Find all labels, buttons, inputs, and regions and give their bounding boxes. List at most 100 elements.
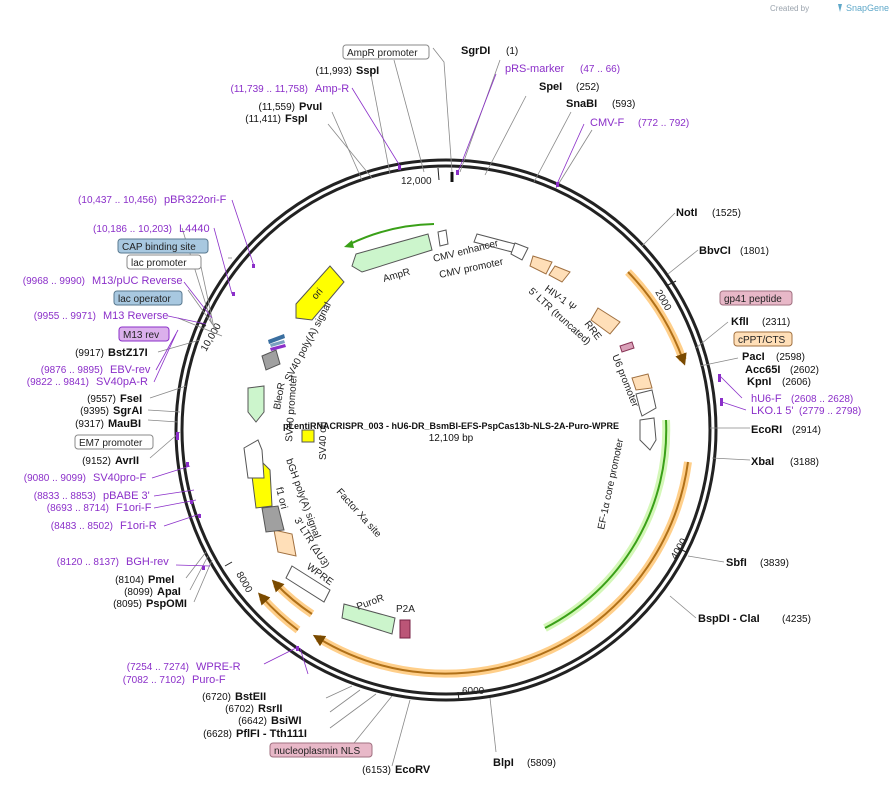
site-maubi[interactable]: (9317)MauBI bbox=[75, 418, 141, 430]
box-cap-binding-site[interactable]: CAP binding site bbox=[117, 238, 209, 254]
primer-range: (47 .. 66) bbox=[580, 64, 620, 75]
site-bspdi-clai[interactable]: BspDI - ClaI(4235) bbox=[698, 613, 811, 625]
primer-puro-f[interactable]: (7082 .. 7102)Puro-F bbox=[123, 674, 226, 686]
site-sgrdi[interactable]: SgrDI(1) bbox=[461, 45, 518, 57]
site-spei[interactable]: SpeI(252) bbox=[539, 81, 599, 93]
primer-cmv-f[interactable]: CMV-F(772 .. 792) bbox=[590, 117, 689, 129]
box-label: nucleoplasmin NLS bbox=[274, 746, 360, 757]
primer-l4440[interactable]: (10,186 .. 10,203)L4440 bbox=[93, 223, 210, 235]
u6-promoter-shape bbox=[635, 389, 657, 417]
site-sbfi[interactable]: SbfI(3839) bbox=[726, 557, 789, 569]
site-pos: (2598) bbox=[776, 352, 805, 363]
site-snabi[interactable]: SnaBI(593) bbox=[566, 98, 635, 110]
site-blpi[interactable]: BlpI(5809) bbox=[493, 757, 556, 769]
box-em7-promoter[interactable]: EM7 promoter bbox=[74, 434, 154, 450]
primer-name: M13/pUC Reverse bbox=[92, 275, 182, 287]
primer-prs-marker[interactable]: pRS-marker(47 .. 66) bbox=[505, 63, 620, 75]
site-pos: (3839) bbox=[760, 558, 789, 569]
site-pmei[interactable]: (8104)PmeI bbox=[115, 574, 174, 586]
site-name: PmeI bbox=[148, 574, 174, 586]
sv40-ori-shape bbox=[301, 429, 315, 443]
site-name: AvrII bbox=[115, 455, 139, 467]
site-bbvci[interactable]: BbvCI(1801) bbox=[699, 245, 769, 257]
backbone-inner bbox=[180, 164, 712, 696]
feature-p2a: P2A bbox=[396, 604, 415, 615]
site-acc65i[interactable]: Acc65I(2602) bbox=[745, 364, 819, 376]
site-pos: (3188) bbox=[790, 457, 819, 468]
primer-lko1-5[interactable]: LKO.1 5'(2779 .. 2798) bbox=[751, 405, 861, 417]
site-pos: (11,559) bbox=[258, 102, 295, 113]
site-pos: (5809) bbox=[527, 758, 556, 769]
site-bstz17i[interactable]: (9917)BstZ17I bbox=[75, 347, 148, 359]
primer-wpre-r[interactable]: (7254 .. 7274)WPRE-R bbox=[127, 661, 241, 673]
primer-ebv-rev[interactable]: (9876 .. 9895)EBV-rev bbox=[41, 364, 151, 376]
site-bsiwi[interactable]: (6642)BsiWI bbox=[238, 715, 301, 727]
box-nucleoplasmin-nls[interactable]: nucleoplasmin NLS bbox=[269, 742, 373, 758]
site-pos: (593) bbox=[612, 99, 635, 110]
feature-sv40-ori: SV40 ori bbox=[318, 422, 329, 460]
box-lac-operator[interactable]: lac operator bbox=[113, 290, 183, 306]
site-ecori[interactable]: EcoRI(2914) bbox=[751, 424, 821, 436]
site-name: ApaI bbox=[157, 586, 181, 598]
site-name: BsiWI bbox=[271, 715, 302, 727]
site-pos: (2606) bbox=[782, 377, 811, 388]
site-sspi[interactable]: (11,993)SspI bbox=[315, 65, 379, 77]
site-name: SpeI bbox=[539, 81, 562, 93]
primer-range: (10,186 .. 10,203) bbox=[93, 224, 172, 235]
box-label: lac promoter bbox=[131, 258, 187, 269]
site-bsteii[interactable]: (6720)BstEII bbox=[202, 691, 266, 703]
site-pos: (11,993) bbox=[315, 66, 352, 77]
site-name: SgrAI bbox=[113, 405, 142, 417]
primer-range: (10,437 .. 10,456) bbox=[78, 195, 157, 206]
feature-ori: ori bbox=[310, 286, 326, 302]
primer-m13-puc-reverse[interactable]: (9968 .. 9990) M13/pUC Reverse bbox=[23, 275, 183, 287]
box-gp41-peptide[interactable]: gp41 peptide bbox=[719, 290, 793, 306]
primer-range: (9968 .. 9990) bbox=[23, 276, 85, 287]
site-sgrai[interactable]: (9395)SgrAI bbox=[80, 405, 142, 417]
site-xbai[interactable]: XbaI(3188) bbox=[751, 456, 819, 468]
site-pos: (8095) bbox=[113, 599, 142, 610]
ampr-shape bbox=[351, 233, 433, 273]
site-apai[interactable]: (8099)ApaI bbox=[124, 586, 181, 598]
primer-sv40pa-r[interactable]: (9822 .. 9841)SV40pA-R bbox=[27, 376, 148, 388]
site-paci[interactable]: PacI(2598) bbox=[742, 351, 805, 363]
primer-name: BGH-rev bbox=[126, 556, 169, 568]
sv40-promoter-shape bbox=[243, 439, 265, 479]
primer-f1ori-f[interactable]: (8693 .. 8714)F1ori-F bbox=[47, 502, 152, 514]
site-avrii[interactable]: (9152)AvrII bbox=[82, 455, 139, 467]
site-kpni[interactable]: KpnI (2606) bbox=[747, 376, 811, 388]
site-kfli[interactable]: KflI(2311) bbox=[731, 316, 790, 328]
primer-m13-reverse[interactable]: (9955 .. 9971)M13 Reverse bbox=[34, 310, 169, 322]
primer-range: (7254 .. 7274) bbox=[127, 662, 189, 673]
box-lac-promoter[interactable]: lac promoter bbox=[126, 254, 202, 270]
site-fspi[interactable]: (11,411)FspI bbox=[245, 113, 307, 125]
primer-sv40pro-f[interactable]: (9080 .. 9099)SV40pro-F bbox=[24, 472, 147, 484]
primer-hu6-f[interactable]: hU6-F(2608 .. 2628) bbox=[751, 393, 853, 405]
primer-range: (8693 .. 8714) bbox=[47, 503, 109, 514]
site-rsrii[interactable]: (6702)RsrII bbox=[225, 703, 282, 715]
primer-amp-r[interactable]: (11,739 .. 11,758)Amp-R bbox=[231, 83, 350, 95]
large-orf-arc bbox=[315, 461, 692, 678]
site-name: KpnI bbox=[747, 376, 771, 388]
site-pspomi[interactable]: (8095)PspOMI bbox=[113, 598, 187, 610]
site-pvui[interactable]: (11,559) PvuI bbox=[258, 101, 322, 113]
box-m13-rev[interactable]: M13 rev bbox=[118, 326, 170, 342]
primer-f1ori-r[interactable]: (8483 .. 8502)F1ori-R bbox=[51, 520, 157, 532]
p2a-shape bbox=[399, 619, 411, 639]
primer-bgh-rev[interactable]: (8120 .. 8137)BGH-rev bbox=[57, 556, 170, 568]
site-name: PvuI bbox=[299, 101, 322, 113]
primer-name: LKO.1 5' bbox=[751, 405, 793, 417]
site-ecorv[interactable]: (6153)EcoRV bbox=[362, 764, 431, 776]
primer-leaders bbox=[151, 73, 747, 675]
primer-pbabe3[interactable]: (8833 .. 8853)pBABE 3' bbox=[34, 490, 150, 502]
box-ampr-promoter[interactable]: AmpR promoter bbox=[342, 44, 430, 60]
primer-pbr322ori-f[interactable]: (10,437 .. 10,456)pBR322ori-F bbox=[78, 194, 227, 206]
box-label: lac operator bbox=[118, 294, 171, 305]
box-cppt-cts[interactable]: cPPT/CTS bbox=[733, 331, 793, 347]
site-pos: (6720) bbox=[202, 692, 231, 703]
feature-ef1a-core: EF-1α core promoter bbox=[596, 437, 626, 530]
site-pflfi-tth111i[interactable]: (6628)PflFI - Tth111I bbox=[203, 728, 307, 740]
feature-f1-ori: f1 ori bbox=[273, 486, 289, 510]
site-fsei[interactable]: (9557)FseI bbox=[87, 393, 142, 405]
site-noti[interactable]: NotI(1525) bbox=[676, 207, 741, 219]
